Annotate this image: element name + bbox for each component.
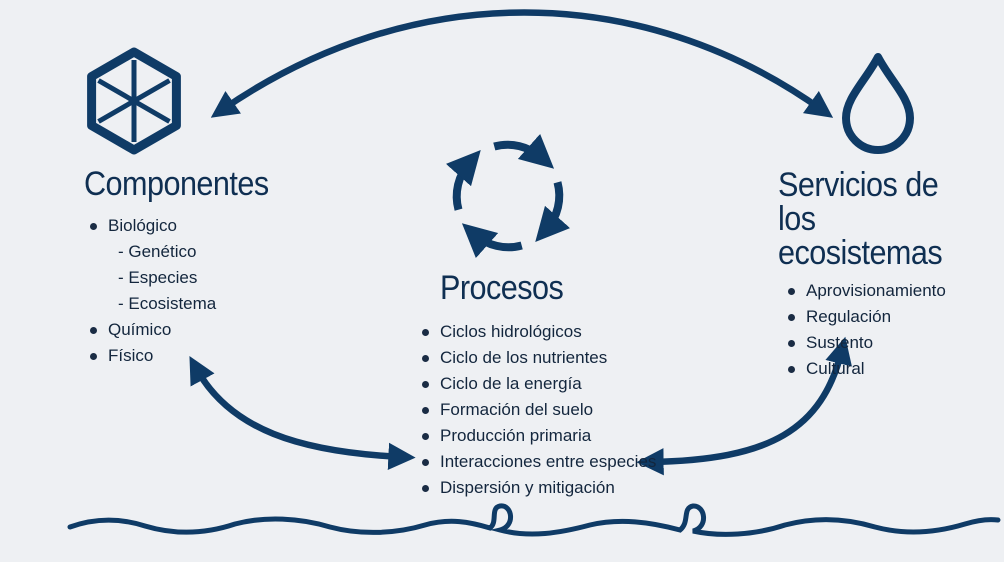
processes-title: Procesos xyxy=(440,269,564,307)
list-item: Biológico xyxy=(86,213,289,239)
list-item: Aprovisionamiento xyxy=(784,278,1004,304)
list-item: Ciclos hidrológicos xyxy=(418,319,656,345)
services-list: Aprovisionamiento Regulación Sustento Cu… xyxy=(784,278,1004,382)
list-subitem: - Especies xyxy=(118,268,198,287)
processes-list: Ciclos hidrológicos Ciclo de los nutrien… xyxy=(418,319,656,501)
list-item: Interacciones entre especies xyxy=(418,449,656,475)
list-subitem: - Ecosistema xyxy=(118,294,217,313)
list-item: Regulación xyxy=(784,304,1004,330)
list-item: Ciclo de la energía xyxy=(418,371,656,397)
list-item: Físico xyxy=(86,343,289,369)
list-item: Producción primaria xyxy=(418,423,656,449)
list-item: Formación del suelo xyxy=(418,397,656,423)
water-drop-icon xyxy=(842,53,914,154)
services-title: Servicios de los ecosistemas xyxy=(778,168,981,270)
components-title: Componentes xyxy=(84,165,269,203)
list-item: Cultural xyxy=(784,356,1004,382)
components-section: Componentes Biológico - Genético - Espec… xyxy=(84,166,289,369)
services-title-line1: Servicios de los xyxy=(778,166,939,238)
cycle-arrows-icon xyxy=(445,133,571,259)
services-title-line2: ecosistemas xyxy=(778,234,943,272)
components-list: Biológico - Genético - Especies - Ecosis… xyxy=(86,213,289,369)
hexagon-star-icon xyxy=(87,47,181,155)
list-item: Químico xyxy=(86,317,289,343)
arrow-services-processes xyxy=(636,336,852,476)
services-section: Servicios de los ecosistemas Aprovisiona… xyxy=(778,168,1004,382)
wave-line-icon xyxy=(67,503,1001,537)
list-item: Sustento xyxy=(784,330,1004,356)
list-item: Dispersión y mitigación xyxy=(418,475,656,501)
arrow-components-processes xyxy=(189,356,416,470)
list-subitem: - Genético xyxy=(118,242,197,261)
arrow-components-services xyxy=(210,9,834,118)
processes-section: Procesos Ciclos hidrológicos Ciclo de lo… xyxy=(418,270,656,501)
list-item: Ciclo de los nutrientes xyxy=(418,345,656,371)
